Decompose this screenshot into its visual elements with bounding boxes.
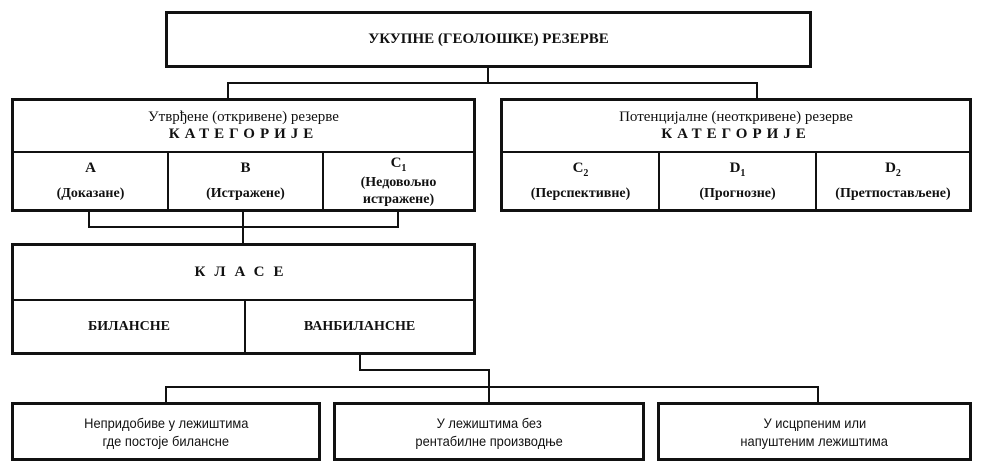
connector-root-down [487, 66, 489, 83]
potential-reserves-box: Потенцијалне (неоткривене) резерве КАТЕГ… [500, 98, 972, 212]
connector-bottom-horizontal [165, 386, 819, 388]
connector-to-potential [756, 82, 758, 99]
category-description: (Недовољно истражене) [360, 174, 437, 207]
connector-C1-down [397, 210, 399, 227]
potential-categories-label: КАТЕГОРИЈЕ [661, 126, 811, 142]
class-off-balance: ВАНБИЛАНСНЕ [246, 301, 473, 352]
off-balance-box-1: Непридобиве у лежиштима где постоје била… [11, 402, 321, 461]
category-description: (Претпостављене) [835, 186, 951, 201]
off-balance-box-2: У лежиштима без рентабилне производње [333, 402, 645, 461]
category-description: (Истражене) [206, 186, 285, 201]
off-balance-line: где постоје билансне [102, 432, 230, 449]
identified-categories-label: КАТЕГОРИЈЕ [168, 126, 319, 142]
off-balance-line: У лежиштима без [436, 414, 542, 431]
total-reserves-box: УКУПНЕ (ГЕОЛОШКЕ) РЕЗЕРВЕ [165, 11, 812, 68]
classes-box: КЛАСЕ БИЛАНСНЕ ВАНБИЛАНСНЕ [11, 243, 476, 355]
category-A: A (Доказане) [14, 153, 167, 209]
category-D1: D1 (Прогнозне) [660, 153, 815, 209]
connector-offbalance-mid [359, 369, 490, 371]
class-label: ВАНБИЛАНСНЕ [303, 318, 416, 334]
connector-to-identified [227, 82, 229, 99]
identified-reserves-box: Утврђене (откривене) резерве КАТЕГОРИЈЕ … [11, 98, 476, 212]
class-label: БИЛАНСНЕ [88, 318, 170, 334]
category-C1: C1 (Недовољно истражене) [324, 153, 473, 209]
connector-to-classes [242, 210, 244, 244]
category-letter: D2 [885, 160, 901, 179]
category-D2: D2 (Претпостављене) [817, 153, 969, 209]
category-letter: D1 [729, 160, 746, 179]
category-B: B (Истражене) [169, 153, 322, 209]
category-description: (Перспективне) [530, 186, 631, 201]
category-description: (Доказане) [56, 186, 125, 201]
total-reserves-title: УКУПНЕ (ГЕОЛОШКЕ) РЕЗЕРВЕ [368, 31, 609, 47]
connector-offbalance-down [359, 352, 361, 370]
connector-A-down [88, 210, 90, 227]
category-letter: C2 [572, 160, 589, 179]
category-letter: B [240, 160, 251, 176]
category-description: (Прогнозне) [699, 186, 776, 201]
connector-to-bottom-1 [165, 386, 167, 403]
connector-to-bottom-3 [817, 386, 819, 403]
category-letter: A [85, 160, 96, 176]
category-letter: C1 [390, 154, 407, 174]
off-balance-line: У исцрпеним или [763, 414, 866, 431]
classes-title: КЛАСЕ [194, 264, 293, 280]
connector-offbalance-mid-down [488, 369, 490, 402]
class-balance: БИЛАНСНЕ [14, 301, 244, 352]
identified-reserves-title: Утврђене (откривене) резерве [148, 109, 339, 125]
connector-root-horizontal [227, 82, 758, 84]
category-C2: C2 (Перспективне) [503, 153, 658, 209]
off-balance-line: Непридобиве у лежиштима [83, 414, 249, 431]
off-balance-line: напуштеним лежиштима [740, 432, 889, 449]
off-balance-line: рентабилне производње [415, 432, 563, 449]
potential-reserves-title: Потенцијалне (неоткривене) резерве [619, 109, 853, 125]
off-balance-box-3: У исцрпеним или напуштеним лежиштима [657, 402, 972, 461]
